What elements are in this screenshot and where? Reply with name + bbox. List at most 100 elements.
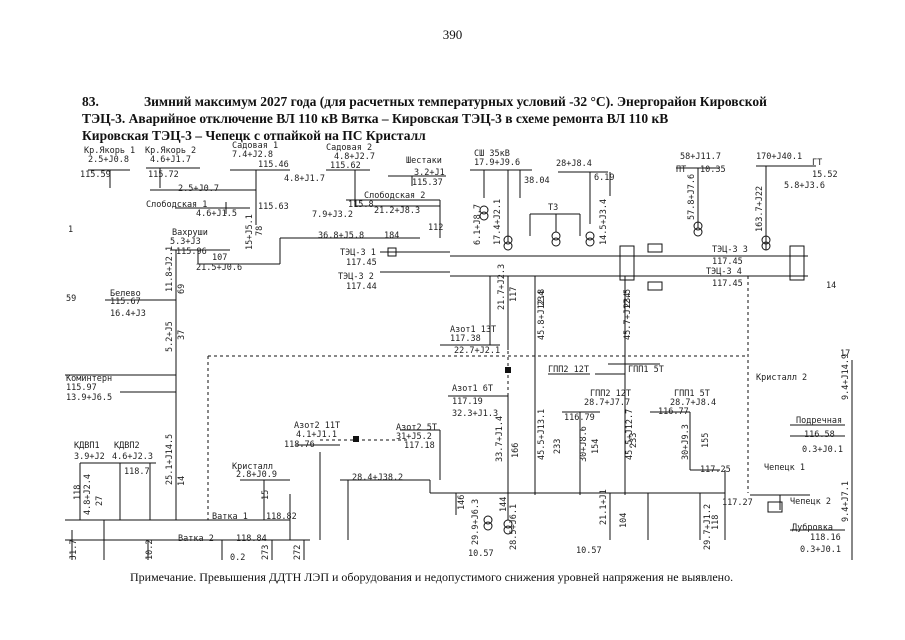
node-name: Азот1 6Т <box>452 384 493 394</box>
node-name: ТЭЦ-3 1 <box>340 248 376 258</box>
node-name: Т3 <box>548 203 558 213</box>
node-voltage: 118.76 <box>284 440 315 450</box>
node-load: 4.6+J1.5 <box>196 209 237 219</box>
node-voltage: 117.45 <box>346 258 377 268</box>
node-name: Кр.Якорь 1 <box>84 146 135 156</box>
node-name: КДВП1 <box>74 441 100 451</box>
node-load: 28+J8.4 <box>556 159 592 169</box>
flow-label: 21.2+J8.3 <box>374 206 420 216</box>
flow-label: 36.8+J5.8 <box>318 231 364 241</box>
node-name: Азот2 11Т <box>294 421 340 431</box>
current-label: 59 <box>66 294 76 304</box>
node-voltage: 117.19 <box>452 397 483 407</box>
current-label: J1.7 <box>69 540 79 560</box>
current-label: 273 <box>261 545 271 560</box>
node-voltage: 10.35 <box>700 165 726 175</box>
current-label: 154 <box>591 439 601 454</box>
node-name: Коминтерн <box>66 374 112 384</box>
current-label: 27 <box>95 496 105 506</box>
node-voltage: 116.58 <box>804 430 835 440</box>
node-load: 3.9+J2 <box>74 452 105 462</box>
node-name: Дубровка <box>792 522 833 533</box>
node-voltage: 117.45 <box>712 279 743 289</box>
flow-label: 15+J5.1 <box>245 214 255 250</box>
current-label: 166 <box>511 443 521 458</box>
flow-label: 4.8+J2.4 <box>83 474 93 515</box>
node-voltage: 117.38 <box>450 334 481 344</box>
node-voltage: 117.25 <box>700 465 731 475</box>
node-name: Шестаки <box>406 156 442 166</box>
node-voltage: 115.37 <box>412 178 443 188</box>
node-load: 170+J40.1 <box>756 152 802 162</box>
node-name: Вахруши <box>172 228 208 238</box>
current-label: 234 <box>537 291 547 306</box>
breaker-marker <box>353 436 359 442</box>
flow-label: 29.9+J6.3 <box>471 499 481 545</box>
node-voltage: 116.77 <box>658 407 689 417</box>
node-load: 4.1+J1.1 <box>296 430 337 440</box>
node-load: 7.4+J2.8 <box>232 150 273 160</box>
flow-label: 9.4+J7.1 <box>841 481 851 522</box>
current-label: 146 <box>457 495 467 510</box>
current-labels: 78 112 184 107 69 37 117 234 234 166 233… <box>66 223 850 563</box>
current-label: 117 <box>509 287 519 302</box>
current-label: 234 <box>623 293 633 308</box>
flow-label: 4.8+J1.7 <box>284 174 325 184</box>
node-name: Садовая 1 <box>232 141 278 151</box>
diagram-heading: 83. Зимний максимум 2027 года (для расче… <box>82 93 852 144</box>
node-name: Азот1 13Т <box>450 325 496 335</box>
node-load: 4.6+J1.7 <box>150 155 191 165</box>
current-label: 14 <box>826 281 836 291</box>
flow-label: 45.8+J12.8 <box>537 289 547 340</box>
current-label: 272 <box>293 545 303 560</box>
node-load: 7.9+J3.2 <box>312 210 353 220</box>
breaker-marker <box>505 367 511 373</box>
flow-label: 33.7+J1.4 <box>495 416 505 462</box>
current-label: 107 <box>212 253 227 263</box>
current-label: 184 <box>384 231 399 241</box>
flow-label: 11.8+J2.1 <box>165 246 175 292</box>
node-load: 31+J5.2 <box>396 432 432 442</box>
current-label: 144 <box>499 497 509 512</box>
node-name: ТЭЦ-3 2 <box>338 272 374 282</box>
node-name: Кристалл 2 <box>756 373 807 383</box>
flow-label: 28.4+J38.2 <box>352 473 403 483</box>
current-label: 118 <box>711 515 721 530</box>
flow-label: 5.2+J5 <box>165 321 175 352</box>
node-name: Чепецк 1 <box>764 463 805 473</box>
heading-line-2: ТЭЦ-3. Аварийное отключение ВЛ 110 кВ Вя… <box>82 111 669 126</box>
current-label: 10.57 <box>576 546 602 556</box>
node-load: 4.8+J2.7 <box>334 152 375 162</box>
node-load: 16.4+J3 <box>110 309 146 319</box>
node-voltage: 115.46 <box>258 160 289 170</box>
node-voltage: 38.04 <box>524 176 550 186</box>
node-voltage: 115.97 <box>66 383 97 393</box>
node-voltage: 117.45 <box>712 257 743 267</box>
flow-label: 21.5+J0.6 <box>196 263 242 273</box>
node-load-2: 5.8+J3.6 <box>784 181 825 191</box>
node-name: Кр.Якорь 2 <box>145 146 196 156</box>
current-label: 15 <box>261 490 271 500</box>
node-load: 17.9+J9.6 <box>474 158 520 168</box>
node-voltage: 6.19 <box>594 173 614 183</box>
current-label: 118 <box>73 485 83 500</box>
node-name: Чепецк 2 <box>790 497 831 507</box>
heading-line-3: Кировская ТЭЦ-3 – Чепецк с отпайкой на П… <box>82 128 426 143</box>
node-labels: Кр.Якорь 1 2.5+J0.8 115.59 Кр.Якорь 2 4.… <box>66 141 843 555</box>
current-label: 14 <box>177 476 187 486</box>
node-name: Белево <box>110 289 141 299</box>
current-label: 0.2 <box>230 553 245 563</box>
flow-label: 30+J8.6 <box>579 426 589 462</box>
heading-number: 83. <box>82 94 99 109</box>
node-voltage: 115.62 <box>330 161 361 171</box>
node-name: Азот2 5Т <box>396 423 437 433</box>
node-voltage: 117.18 <box>404 441 435 451</box>
flow-label: 57.8+J7.6 <box>687 174 697 220</box>
node-name: Ватка 1 <box>212 512 248 522</box>
current-label: 104 <box>619 513 629 528</box>
node-name: ГПП2 12Т <box>590 389 631 399</box>
flow-label: 21.7+J2.3 <box>497 264 507 310</box>
node-load: 32.3+J1.3 <box>452 409 498 419</box>
node-load: 2.8+J0.9 <box>236 470 277 480</box>
